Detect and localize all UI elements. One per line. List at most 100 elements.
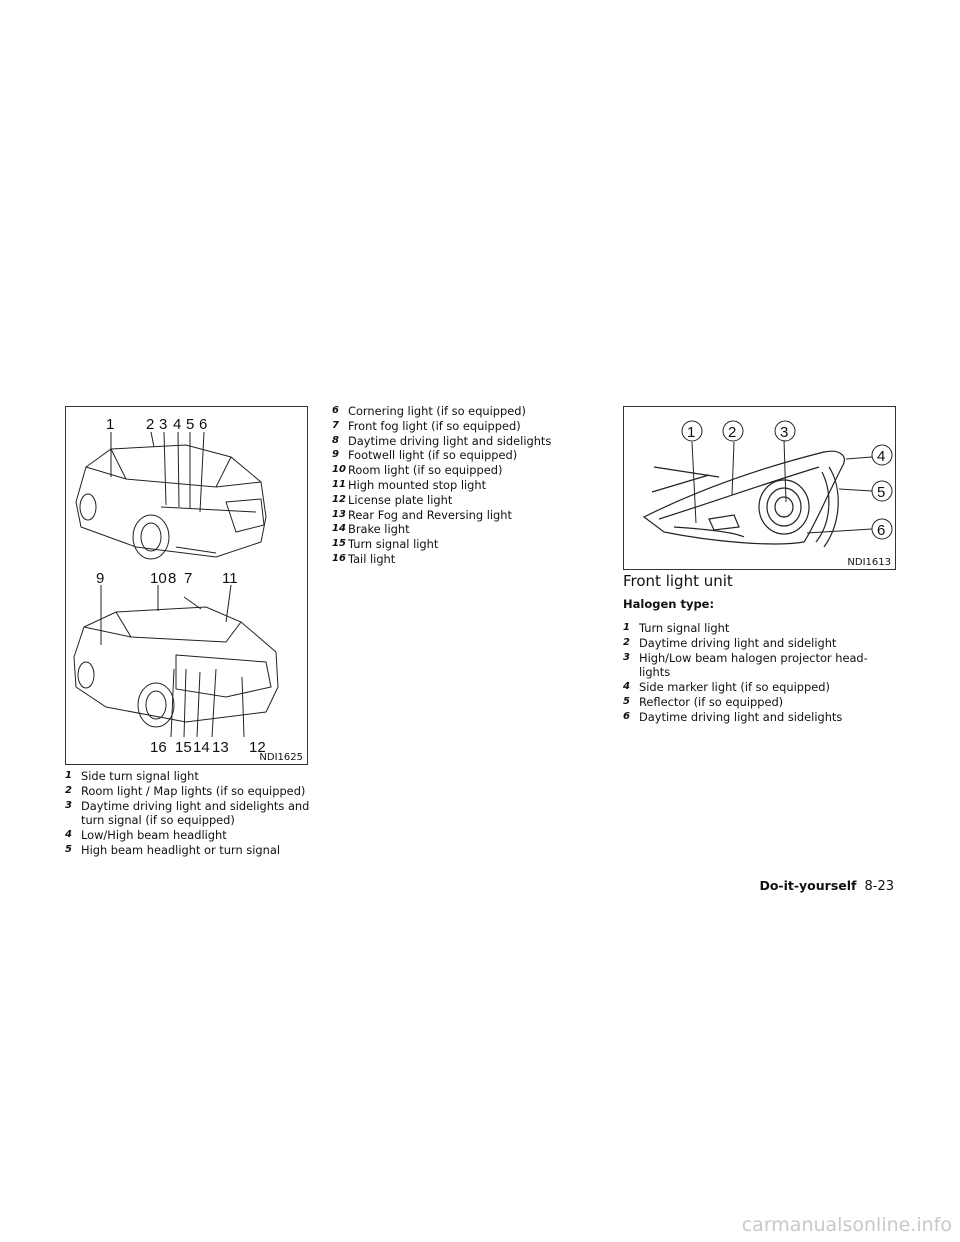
item-number: 8	[332, 434, 339, 446]
callout-6: 6	[877, 522, 885, 539]
callout-1: 1	[106, 416, 114, 433]
item-number: 15	[332, 538, 346, 550]
callout-3: 3	[780, 424, 788, 441]
section-subhead: Halogen type:	[623, 597, 715, 611]
item-text: License plate light	[348, 492, 453, 507]
legend-item: 9 Footwell light (if so equipped)	[332, 448, 588, 463]
item-number: 5	[623, 695, 630, 707]
legend-item: 4 Low/High beam headlight	[65, 828, 316, 843]
item-number: 9	[332, 449, 339, 461]
item-text: Front fog light (if so equipped)	[348, 418, 521, 433]
legend-vehicle-part1: 1 Side turn signal light 2 Room light / Ma…	[65, 769, 316, 858]
item-number: 1	[65, 770, 72, 781]
item-number: 16	[332, 552, 346, 564]
legend-item: 5 Reflector (if so equipped)	[623, 695, 884, 710]
section-title: Front light unit	[623, 572, 733, 590]
item-number: 13	[332, 508, 346, 520]
callout-9: 9	[96, 570, 104, 587]
item-number: 4	[65, 829, 72, 841]
item-text: High/Low beam halogen projector head-lig…	[639, 650, 868, 680]
legend-item: 2 Daytime driving light and sidelight	[623, 636, 884, 651]
item-number: 3	[65, 799, 72, 811]
callout-10: 10	[150, 570, 167, 587]
legend-item: 7 Front fog light (if so equipped)	[332, 419, 588, 434]
callout-7: 7	[184, 570, 192, 587]
callout-5: 5	[877, 484, 885, 501]
item-text: Rear Fog and Reversing light	[348, 507, 512, 522]
item-text: Room light (if so equipped)	[348, 463, 503, 478]
item-text: Reflector (if so equipped)	[639, 694, 784, 709]
legend-item: 3 High/Low beam halogen projector head-li…	[623, 651, 884, 681]
callout-13: 13	[212, 739, 229, 756]
item-text: Turn signal light	[639, 621, 730, 635]
item-number: 2	[65, 784, 72, 796]
item-number: 11	[332, 478, 346, 490]
callout-4: 4	[877, 448, 885, 465]
legend-vehicle-part2: 6 Cornering light (if so equipped) 7 Front…	[332, 404, 588, 567]
item-text: High mounted stop light	[348, 477, 487, 492]
front-light-unit-illustration: 1 2 3 4 5 6	[642, 420, 893, 548]
item-number: 1	[623, 622, 630, 633]
item-text: Footwell light (if so equipped)	[348, 448, 518, 463]
page-number: 8-23	[864, 879, 894, 894]
item-number: 5	[65, 843, 72, 855]
figure-code: NDI1625	[259, 752, 303, 763]
legend-item: 6 Cornering light (if so equipped)	[332, 404, 588, 419]
legend-item: 2 Room light / Map lights (if so equipped…	[65, 784, 316, 799]
item-number: 7	[332, 419, 339, 431]
item-number: 6	[332, 405, 339, 416]
item-text: Turn signal light	[348, 537, 439, 552]
item-text: Tail light	[348, 551, 396, 566]
callout-11: 11	[222, 570, 238, 587]
callout-16: 16	[150, 739, 167, 756]
callout-4: 4	[173, 416, 181, 433]
callout-1: 1	[687, 424, 695, 441]
item-text: Cornering light (if so equipped)	[348, 404, 526, 418]
vehicle-lights-illustration: 1 2 3 4 5 6 9 10 8 7 11 16 15 14 13 12	[73, 416, 279, 756]
front-light-unit-figure: 1 2 3 4 5 6 NDI1613	[623, 406, 896, 570]
callout-8: 8	[168, 570, 176, 587]
legend-item: 5 High beam headlight or turn signal	[65, 843, 316, 858]
callout-15: 15	[175, 739, 192, 756]
item-text: Daytime driving light and sidelights	[639, 709, 843, 724]
item-text: Daytime driving light and sidelights	[348, 433, 552, 448]
callout-3: 3	[159, 416, 167, 433]
callout-2: 2	[728, 424, 736, 441]
callout-14: 14	[193, 739, 210, 756]
item-text: Side marker light (if so equipped)	[639, 680, 830, 695]
legend-item: 8 Daytime driving light and sidelights	[332, 434, 588, 449]
item-number: 3	[623, 651, 630, 663]
callout-6: 6	[199, 416, 207, 433]
item-text: Low/High beam headlight	[81, 828, 227, 843]
item-text: Daytime driving light and sidelight	[639, 635, 837, 650]
legend-item: 6 Daytime driving light and sidelights	[623, 710, 884, 725]
item-text: Brake light	[348, 522, 410, 537]
footer-section: Do-it-yourself	[759, 878, 857, 893]
legend-item: 4 Side marker light (if so equipped)	[623, 680, 884, 695]
figure-code: NDI1613	[847, 557, 891, 568]
page-footer: Do-it-yourself 8-23	[759, 878, 894, 894]
item-text: High beam headlight or turn signal	[81, 842, 281, 857]
item-number: 4	[623, 681, 630, 693]
vehicle-lights-figure: 1 2 3 4 5 6 9 10 8 7 11 16 15 14 13 12 N…	[65, 406, 308, 765]
legend-item: 1 Side turn signal light	[65, 769, 316, 784]
item-text: Side turn signal light	[81, 769, 199, 783]
item-number: 14	[332, 523, 346, 535]
watermark: carmanualsonline.info	[741, 1214, 952, 1236]
legend-item: 3 Daytime driving light and sidelights an…	[65, 799, 316, 829]
item-number: 2	[623, 636, 630, 648]
item-text: Daytime driving light and sidelights and…	[81, 798, 310, 828]
item-number: 6	[623, 710, 630, 722]
item-text: Room light / Map lights (if so equipped)	[81, 783, 306, 798]
callout-5: 5	[186, 416, 194, 433]
item-number: 10	[332, 464, 346, 476]
callout-2: 2	[146, 416, 154, 433]
